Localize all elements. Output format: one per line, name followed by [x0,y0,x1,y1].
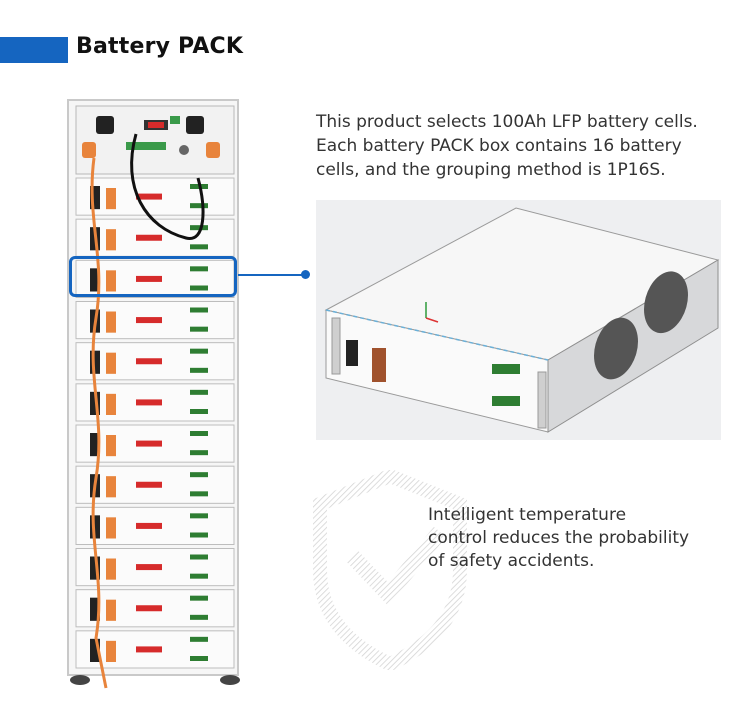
battery-module [75,342,235,381]
battery-module [75,301,235,340]
battery-module [75,465,235,504]
feature-line: control reduces the probability [428,528,690,548]
battery-module [75,506,235,546]
pack-description: This product selects 100Ah LFP battery c… [316,110,736,182]
battery-module [75,630,235,669]
battery-pack-image [316,200,721,440]
description-line: cells, and the grouping method is 1P16S. [316,160,666,180]
battery-module [75,589,235,628]
feature-line: of safety accidents. [428,551,595,571]
feature-line: Intelligent temperature [428,505,627,525]
battery-module [75,548,235,587]
battery-module [75,424,235,463]
section-title: Battery PACK [76,34,244,59]
callout-dot [301,270,310,279]
battery-module [75,177,235,216]
description-line: Each battery PACK box contains 16 batter… [316,136,682,156]
battery-module [75,218,235,257]
battery-module [75,383,235,422]
temperature-feature-text: Intelligent temperature control reduces … [428,504,728,573]
callout-line [238,274,306,276]
shield-check-icon [313,470,467,670]
title-accent-bar [0,37,68,63]
battery-module [75,259,235,298]
description-line: This product selects 100Ah LFP battery c… [316,112,698,132]
highlighted-module-frame [69,256,237,297]
battery-rack-image [67,99,240,689]
